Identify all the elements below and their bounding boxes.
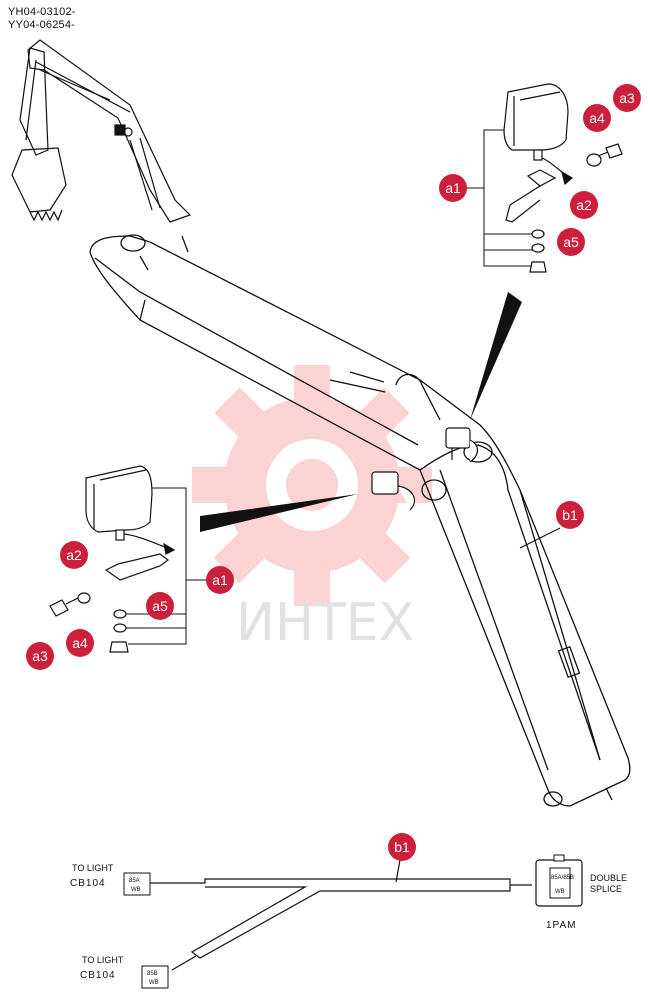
excavator-overview <box>11 39 192 223</box>
pointer-left-light <box>200 494 358 532</box>
badge-top-a3: a3 <box>613 84 641 112</box>
splice-color: WB <box>555 889 565 895</box>
badge-left-a3: a3 <box>26 642 54 670</box>
badge-boom-b1: b1 <box>556 501 584 529</box>
svg-text:a3: a3 <box>619 90 635 106</box>
splice-id-label: 1PAM <box>546 920 577 931</box>
serial-number-2: YY04-06254- <box>8 19 76 31</box>
to-light-label-1: TO LIGHT <box>72 863 114 873</box>
pointer-top-light <box>470 292 522 420</box>
svg-text:a5: a5 <box>152 598 168 614</box>
boom-light-right <box>445 427 479 463</box>
badge-top-a1: a1 <box>439 174 467 202</box>
badge-top-a5: a5 <box>557 228 585 256</box>
svg-text:b1: b1 <box>394 839 410 855</box>
watermark-gear-icon <box>192 365 432 606</box>
svg-text:a4: a4 <box>72 635 88 651</box>
connector-85a-color: WB <box>131 887 141 893</box>
badge-left-a1: a1 <box>206 566 234 594</box>
svg-text:a1: a1 <box>445 180 461 196</box>
light-assembly-left <box>49 465 176 653</box>
connector-85a: 85A WB <box>123 872 151 896</box>
wire-harness <box>148 859 532 971</box>
serial-number-1: YH04-03102- <box>8 6 76 18</box>
connector-85b: 85B WB <box>141 965 169 989</box>
connector-85a-code: 85A <box>129 878 140 884</box>
double-splice-label-2: SPLICE <box>590 884 622 894</box>
bracket-lines-left <box>126 487 208 645</box>
svg-text:a5: a5 <box>563 234 579 250</box>
svg-text:a1: a1 <box>212 572 228 588</box>
badge-top-a2: a2 <box>570 191 598 219</box>
connector-85b-code: 85B <box>147 971 158 977</box>
badge-top-a4: a4 <box>583 104 611 132</box>
leader-boom-b1 <box>519 527 561 549</box>
double-splice-label-1: DOUBLE <box>590 873 627 883</box>
svg-text:a3: a3 <box>32 648 48 664</box>
svg-text:a2: a2 <box>576 197 592 213</box>
badge-left-a5: a5 <box>146 592 174 620</box>
badge-left-a4: a4 <box>66 629 94 657</box>
badge-harness-b1: b1 <box>388 833 416 861</box>
svg-text:a4: a4 <box>589 110 605 126</box>
watermark-text: ИНТЕХ <box>236 593 414 653</box>
splice-code: 85A/85B <box>551 875 574 881</box>
svg-text:b1: b1 <box>562 507 578 523</box>
svg-text:a2: a2 <box>66 547 82 563</box>
badge-left-a2: a2 <box>60 541 88 569</box>
to-light-label-2: TO LIGHT <box>82 955 124 965</box>
boom-light-left <box>371 471 415 511</box>
double-splice-connector: 85A/85B WB <box>535 854 583 907</box>
light-assembly-top <box>503 83 623 273</box>
boom-outline <box>89 234 631 807</box>
cb104-label-2: CB104 <box>80 970 116 981</box>
cb104-label-1: CB104 <box>70 878 106 889</box>
connector-85b-color: WB <box>149 980 159 986</box>
